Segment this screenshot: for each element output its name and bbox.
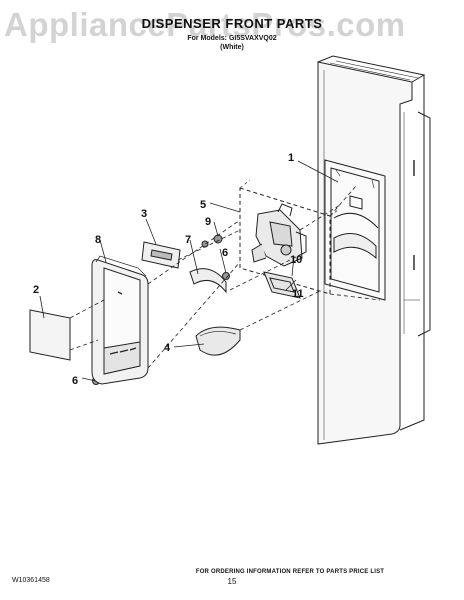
callout-7: 7: [185, 234, 191, 246]
model-numbers: For Models: GI5SVAXVQ02: [187, 35, 277, 42]
callout-9: 9: [205, 216, 211, 228]
membrane-cover: [29, 309, 71, 361]
side-bracket: [189, 268, 227, 294]
ordering-note: FOR ORDERING INFORMATION REFER TO PARTS …: [195, 569, 385, 575]
callout-4: 4: [164, 342, 171, 354]
control-plate: [141, 241, 181, 269]
dispenser-front-trim: [91, 255, 149, 385]
callout-5: 5: [200, 199, 206, 211]
document-number: W10361458: [12, 577, 50, 584]
watermark-text: AppliancePartsPros.com: [4, 6, 406, 43]
callout-6-lower: 6: [72, 375, 78, 387]
assembly-guide-lines: [69, 185, 381, 369]
callout-3: 3: [141, 208, 147, 220]
callout-11: 11: [292, 288, 304, 300]
page-title: DISPENSER FRONT PARTS: [141, 16, 323, 31]
color-variant: (White): [220, 44, 244, 51]
callout-8: 8: [95, 234, 101, 246]
ice-deflector: [195, 326, 241, 356]
callout-2: 2: [33, 284, 39, 296]
actuator-assembly: [251, 203, 307, 267]
ice-door-flapper: [263, 271, 301, 299]
callout-10: 10: [290, 254, 302, 266]
leader-lines: [39, 160, 339, 382]
dispenser-housing: [324, 159, 386, 301]
page-number: 15: [227, 577, 237, 586]
callout-1: 1: [288, 152, 294, 164]
callout-6-upper: 6: [222, 247, 228, 259]
